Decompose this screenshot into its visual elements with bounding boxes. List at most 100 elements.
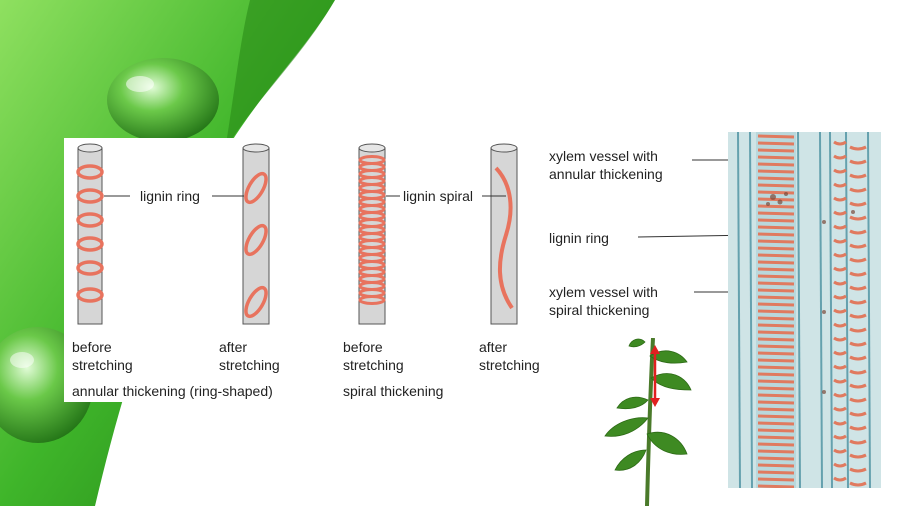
- micrograph-ring-band: [849, 425, 867, 431]
- micrograph-ring-band: [833, 294, 847, 300]
- micrograph-thickening-band: [757, 421, 795, 426]
- photo-lignin-ring-label: lignin ring: [549, 230, 609, 246]
- micrograph-thickening-band: [757, 351, 795, 356]
- micrograph-thickening-band: [757, 456, 795, 461]
- micrograph-ring-band: [849, 145, 867, 151]
- lignin-ring-mark: [244, 285, 268, 319]
- micrograph-ring-band: [849, 453, 867, 459]
- spiral-after-tube: [490, 143, 518, 325]
- leaf-icon: [616, 396, 649, 410]
- micrograph-ring-band: [833, 280, 847, 286]
- lignin-spiral-label: lignin spiral: [403, 188, 474, 204]
- micrograph-thickening-band: [757, 400, 795, 405]
- micrograph-ring-band: [833, 266, 847, 272]
- micrograph-ring-band: [833, 336, 847, 342]
- micrograph-thickening-band: [757, 218, 795, 223]
- micrograph-thickening-band: [757, 162, 795, 167]
- micrograph-thickening-band: [757, 449, 795, 454]
- micrograph-thickening-band: [757, 309, 795, 314]
- micrograph-thickening-band: [757, 337, 795, 342]
- micrograph-ring-band: [833, 224, 847, 230]
- leaf-icon: [628, 338, 646, 348]
- micrograph-thickening-band: [757, 386, 795, 391]
- micrograph-thickening-band: [757, 393, 795, 398]
- micrograph-ring-band: [849, 243, 867, 249]
- leaf-icon: [604, 417, 649, 437]
- micrograph-thickening-band: [757, 463, 795, 468]
- micrograph-thickening-band: [757, 232, 795, 237]
- micrograph-thickening-band: [757, 407, 795, 412]
- micrograph-ring-band: [833, 308, 847, 314]
- micrograph-ring-band: [833, 140, 847, 146]
- micrograph-ring-band: [833, 182, 847, 188]
- micrograph-thickening-band: [757, 477, 795, 482]
- micrograph-ring-band: [849, 257, 867, 263]
- lignin-ring-mark: [76, 236, 104, 252]
- micrograph-thickening-band: [757, 246, 795, 251]
- micrograph-ring-band: [849, 215, 867, 221]
- annular-caption: annular thickening (ring-shaped): [72, 383, 273, 399]
- micrograph-ring-band: [849, 201, 867, 207]
- micrograph-thickening-band: [757, 470, 795, 475]
- micrograph-thickening-band: [757, 260, 795, 265]
- micrograph-ring-band: [833, 238, 847, 244]
- micrograph-thickening-band: [757, 225, 795, 230]
- annular-after-label: after stretching: [219, 339, 280, 373]
- leaf-icon: [646, 431, 688, 455]
- lignin-ring-label: lignin ring: [140, 188, 200, 204]
- micrograph-ring-band: [849, 327, 867, 333]
- lignin-ring-mark: [244, 223, 268, 257]
- micrograph-thickening-band: [757, 323, 795, 328]
- micrograph-thickening-band: [757, 274, 795, 279]
- micrograph-ring-band: [849, 467, 867, 473]
- annular-before-tube: [76, 143, 104, 325]
- micrograph-thickening-band: [757, 330, 795, 335]
- micrograph-thickening-band: [757, 169, 795, 174]
- lignin-spiral-mark: [494, 166, 514, 310]
- micrograph-ring-band: [849, 187, 867, 193]
- micrograph-thickening-band: [757, 358, 795, 363]
- lignin-ring-mark: [76, 212, 104, 228]
- spiral-caption: spiral thickening: [343, 383, 444, 399]
- lignin-spiral-coil: [358, 295, 386, 305]
- micrograph-ring-band: [849, 229, 867, 235]
- lignin-ring-mark: [76, 188, 104, 204]
- micrograph-ring-band: [833, 462, 847, 468]
- spiral-vessel-label: xylem vessel with spiral thickening: [549, 284, 658, 318]
- micrograph-thickening-band: [757, 316, 795, 321]
- micrograph-ring-band: [849, 271, 867, 277]
- micrograph-ring-band: [833, 210, 847, 216]
- micrograph-ring-band: [849, 299, 867, 305]
- annular-before-label: before stretching: [72, 339, 133, 373]
- spiral-after-label: after stretching: [479, 339, 540, 373]
- micrograph-ring-band: [833, 420, 847, 426]
- micrograph-ring-band: [833, 168, 847, 174]
- micrograph-thickening-band: [757, 148, 795, 153]
- micrograph-ring-band: [849, 173, 867, 179]
- lignin-ring-mark: [76, 260, 104, 276]
- micrograph-ring-band: [849, 411, 867, 417]
- micrograph-thickening-band: [757, 379, 795, 384]
- micrograph-thickening-band: [757, 134, 795, 139]
- lignin-ring-mark: [76, 287, 104, 303]
- micrograph-ring-band: [833, 322, 847, 328]
- micrograph-thickening-band: [757, 288, 795, 293]
- micrograph-ring-band: [849, 285, 867, 291]
- micrograph-thickening-band: [757, 190, 795, 195]
- xylem-micrograph: [728, 132, 881, 488]
- micrograph-ring-band: [833, 364, 847, 370]
- micrograph-thickening-band: [757, 176, 795, 181]
- micrograph-ring-band: [833, 252, 847, 258]
- leaf-icon: [614, 449, 647, 471]
- micrograph-thickening-band: [757, 267, 795, 272]
- micrograph-thickening-band: [757, 435, 795, 440]
- micrograph-ring-band: [849, 313, 867, 319]
- micrograph-ring-band: [833, 378, 847, 384]
- micrograph-thickening-band: [757, 365, 795, 370]
- micrograph-thickening-band: [757, 211, 795, 216]
- micrograph-ring-band: [849, 341, 867, 347]
- micrograph-ring-band: [833, 154, 847, 160]
- micrograph-ring-band: [849, 369, 867, 375]
- micrograph-ring-band: [849, 481, 867, 487]
